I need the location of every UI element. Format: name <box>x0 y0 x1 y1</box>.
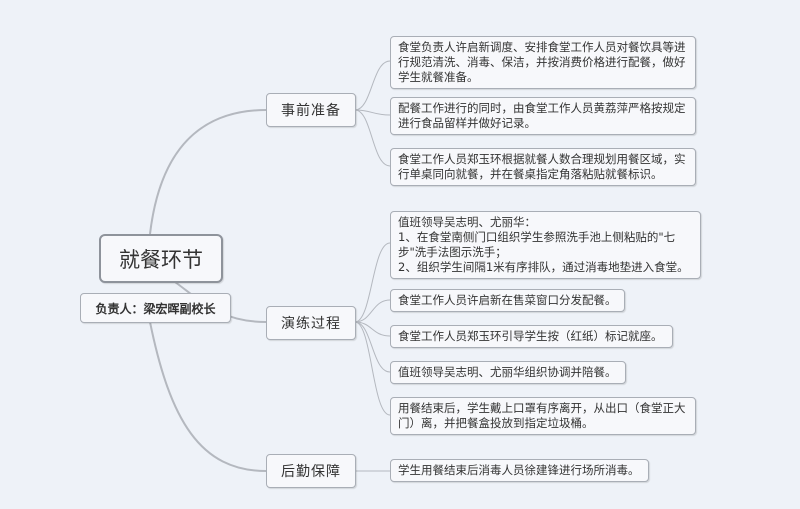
leaf-node[interactable]: 食堂工作人员郑玉环引导学生按（红纸）标记就座。 <box>390 325 673 348</box>
branch-logistics[interactable]: 后勤保障 <box>266 454 356 488</box>
branch-preparation[interactable]: 事前准备 <box>266 93 356 127</box>
leaf-node[interactable]: 食堂工作人员许启新在售菜窗口分发配餐。 <box>390 289 625 312</box>
leaf-node[interactable]: 用餐结束后，学生戴上口罩有序离开，从出口（食堂正大门）离，并把餐盒投放到指定垃圾… <box>390 397 696 435</box>
leaf-node[interactable]: 配餐工作进行的同时，由食堂工作人员黄荔萍严格按规定进行食品留样并做好记录。 <box>390 97 696 135</box>
branch-drill-process[interactable]: 演练过程 <box>266 306 356 340</box>
leaf-node[interactable]: 食堂负责人许启新调度、安排食堂工作人员对餐饮具等进行规范清洗、消毒、保洁，并按消… <box>390 36 696 89</box>
leaf-node[interactable]: 值班领导吴志明、尤丽华： 1、在食堂南侧门口组织学生参照洗手池上侧粘贴的"七步"… <box>390 211 701 279</box>
leaf-node[interactable]: 食堂工作人员郑玉环根据就餐人数合理规划用餐区域，实行单桌同向就餐，并在餐桌指定角… <box>390 148 696 186</box>
leaf-node[interactable]: 值班领导吴志明、尤丽华组织协调并陪餐。 <box>390 361 626 384</box>
owner-label[interactable]: 负责人：梁宏晖副校长 <box>80 293 231 323</box>
leaf-node[interactable]: 学生用餐结束后消毒人员徐建锋进行场所消毒。 <box>390 459 649 482</box>
root-topic[interactable]: 就餐环节 <box>99 234 223 283</box>
